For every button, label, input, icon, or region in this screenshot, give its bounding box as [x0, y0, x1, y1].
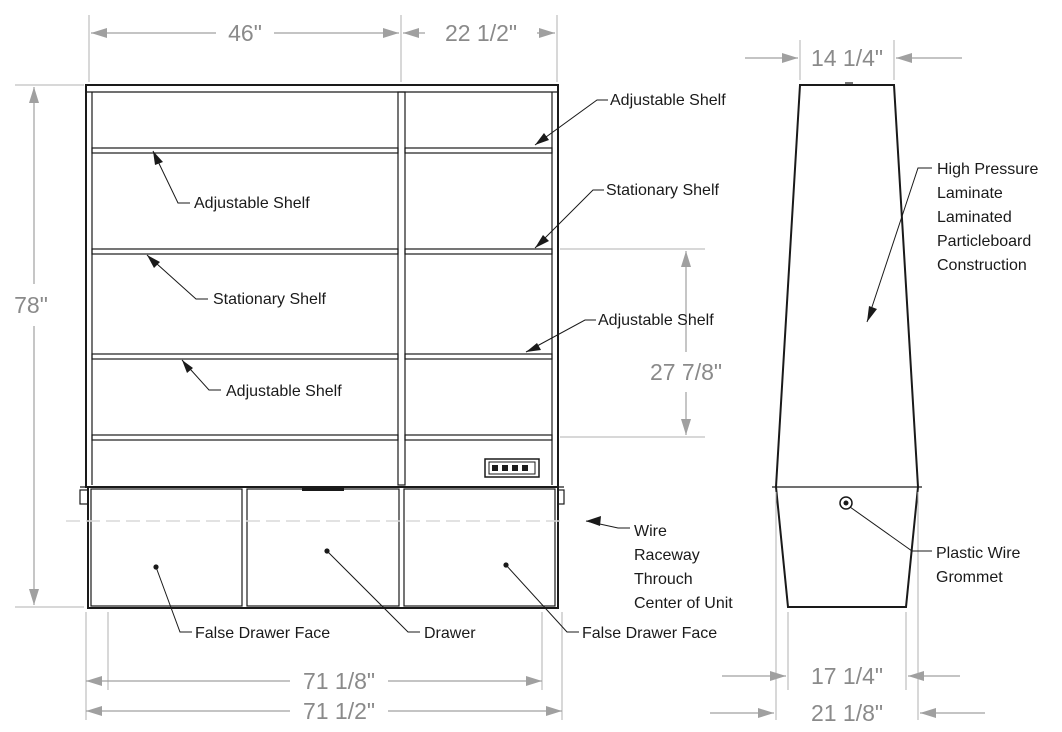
dim-height-section: 27 7/8": [650, 359, 722, 385]
grommet-icon: [839, 496, 853, 510]
dimension-labels: 46" 22 1/2" 78" 27 7/8" 71 1/8" 71 1/2" …: [14, 20, 883, 726]
label-material-line-4: Particleboard: [937, 233, 1031, 250]
label-grommet-line-1: Plastic Wire: [936, 545, 1021, 562]
label-material-line-3: Laminated: [937, 209, 1012, 226]
label-false-drawer-right: False Drawer Face: [582, 625, 717, 642]
base-cabinet: [87, 486, 559, 609]
side-panel: [774, 84, 920, 608]
label-stationary-shelf-left: Stationary Shelf: [213, 291, 327, 308]
label-adjustable-shelf-top-right: Adjustable Shelf: [610, 92, 726, 109]
label-raceway-line-1: Wire: [634, 523, 667, 540]
false-drawer-face-right: [403, 488, 556, 607]
dim-side-top: 14 1/4": [811, 45, 883, 71]
drawer-center: [246, 488, 400, 607]
shelf-lines: [91, 147, 553, 441]
center-divider: [397, 91, 406, 486]
dim-width-upper-left: 46": [228, 20, 262, 46]
label-material-line-2: Laminate: [937, 185, 1003, 202]
dim-width-outer: 71 1/2": [303, 698, 375, 724]
label-stationary-shelf-right: Stationary Shelf: [606, 182, 720, 199]
dim-width-inner: 71 1/8": [303, 668, 375, 694]
side-elevation: [772, 82, 922, 608]
label-raceway-line-2: Raceway: [634, 547, 700, 564]
label-false-drawer-left: False Drawer Face: [195, 625, 330, 642]
label-adjustable-shelf-left-upper: Adjustable Shelf: [194, 195, 310, 212]
dim-width-upper-right: 22 1/2": [445, 20, 517, 46]
dim-side-base-outer: 21 1/8": [811, 700, 883, 726]
label-material-line-5: Construction: [937, 257, 1027, 274]
label-drawer: Drawer: [424, 625, 476, 642]
dim-side-base-inner: 17 1/4": [811, 663, 883, 689]
label-raceway-line-4: Center of Unit: [634, 595, 733, 612]
label-adjustable-shelf-right-lower: Adjustable Shelf: [598, 312, 714, 329]
false-drawer-face-left: [90, 488, 243, 607]
callout-labels: Adjustable Shelf Adjustable Shelf Statio…: [194, 92, 1038, 642]
label-grommet-line-2: Grommet: [936, 569, 1003, 586]
front-elevation: [66, 84, 566, 609]
power-outlet-icon: [484, 458, 540, 478]
dimension-lines: [29, 28, 985, 718]
extension-lines: [15, 15, 919, 720]
label-adjustable-shelf-left-lower: Adjustable Shelf: [226, 383, 342, 400]
leader-lines: [146, 99, 932, 633]
cabinet-frame: [85, 84, 559, 488]
label-raceway-line-3: Throuch: [634, 571, 693, 588]
dim-height-total: 78": [14, 292, 48, 318]
label-material-line-1: High Pressure: [937, 161, 1038, 178]
